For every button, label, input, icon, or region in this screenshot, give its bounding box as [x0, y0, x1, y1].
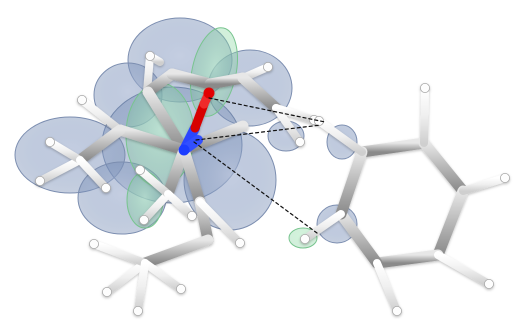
- bond-h-bottom-left-1: [103, 259, 149, 296]
- bond-h-left-upper: [78, 96, 124, 134]
- interaction-lines-group: [193, 97, 326, 234]
- hydrogen-cap-5: [35, 175, 46, 186]
- bond-h-bottom-left-3: [141, 259, 185, 293]
- hydrogen-cap-4: [77, 95, 88, 106]
- hydrogen-cap-21: [299, 233, 310, 244]
- hydrogen-cap-10: [186, 210, 197, 221]
- bond-ring-3: [371, 249, 444, 269]
- bond-ring-0: [356, 137, 430, 158]
- bond-h-lower-left-3: [164, 190, 196, 220]
- hydrogen-cap-17: [419, 83, 430, 94]
- bond-ring-h-right: [459, 174, 509, 195]
- bond-ring-4: [335, 208, 383, 269]
- bond-h-bottom-left-4: [134, 259, 149, 315]
- bond-h-far-left: [36, 156, 84, 185]
- bond-c-left-n: [142, 86, 190, 156]
- bond-ring-h-left: [301, 210, 345, 243]
- bond-ring-5: [335, 146, 368, 220]
- bond-ring-h-top: [420, 84, 429, 147]
- bond-h-left-down: [76, 156, 110, 192]
- hydrogen-cap-0: [144, 51, 155, 62]
- bond-ring-h-bottom: [373, 259, 401, 315]
- bond-ring-h-top-left: [315, 117, 366, 156]
- hydrogen-cap-11: [234, 237, 245, 248]
- hydrogen-cap-7: [101, 182, 112, 193]
- bond-c-upper-mid: [166, 68, 216, 90]
- hydrogen-cap-14: [175, 283, 186, 294]
- dashed-contact-line-3: [195, 124, 322, 141]
- bond-ring-1: [418, 137, 469, 197]
- bond-h-lower-left-2: [136, 166, 172, 198]
- bond-c-right-down: [237, 72, 282, 114]
- bond-h-lower-left: [140, 190, 172, 224]
- bond-ring-h-bottom-right: [434, 251, 493, 288]
- bond-ring-2: [432, 185, 469, 261]
- hydrogen-cap-13: [89, 238, 100, 249]
- bond-sticks-group: [35, 51, 510, 316]
- bond-h-right-2: [272, 104, 318, 124]
- hydrogen-cap-19: [483, 278, 494, 289]
- bond-c-left-lower: [74, 124, 126, 166]
- hydrogen-cap-1: [262, 62, 273, 73]
- bond-c-left-center: [114, 124, 190, 156]
- hydrogen-cap-16: [313, 116, 324, 127]
- hydrogen-cap-12: [102, 286, 113, 297]
- bond-h-bottom-right: [196, 198, 244, 247]
- dashed-contact-line-2: [193, 141, 318, 234]
- bond-c-lower-right: [178, 144, 206, 208]
- hydrogen-cap-20: [391, 305, 402, 316]
- bond-c-bottom-left: [139, 234, 214, 269]
- bond-h-bottom-left-2: [90, 240, 149, 267]
- hydrogen-cap-15: [132, 305, 143, 316]
- hydrogen-cap-9: [134, 164, 145, 175]
- hydrogen-cap-8: [138, 214, 149, 225]
- bond-c-upper-right: [204, 72, 249, 90]
- hydrogen-cap-6: [45, 136, 56, 147]
- oxygen-atom-icon: [203, 87, 215, 99]
- hydrogen-cap-18: [499, 172, 510, 183]
- hydrogen-cap-2: [294, 136, 305, 147]
- bond-h-right: [272, 104, 304, 146]
- dashed-contact-line-1: [208, 97, 326, 123]
- nitrogen-atom-icon: [178, 144, 190, 156]
- bond-h-far-left-2: [46, 138, 84, 164]
